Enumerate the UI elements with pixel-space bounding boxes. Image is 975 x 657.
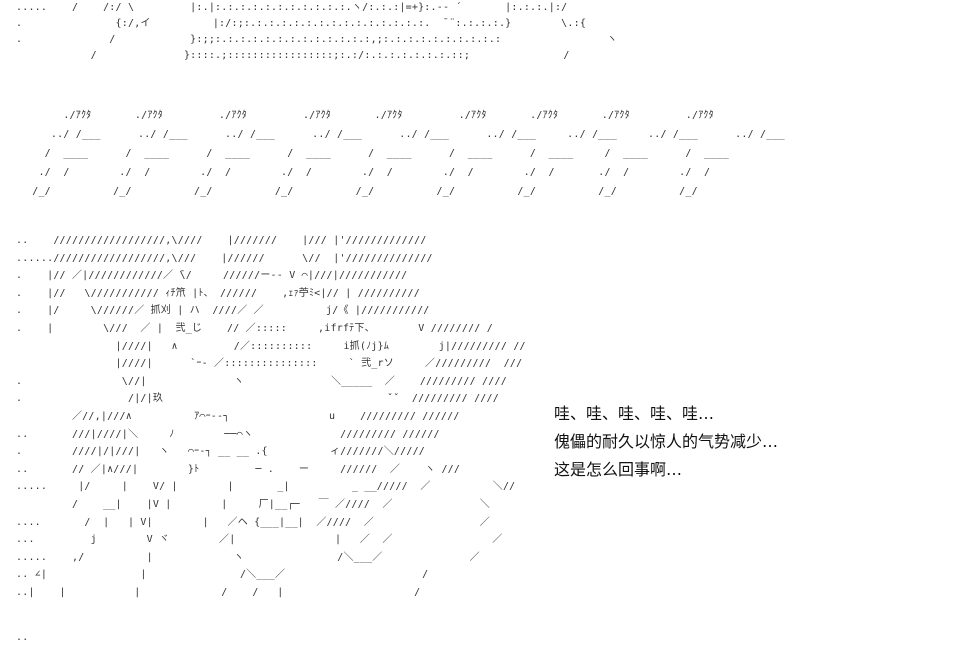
- narration-line-1: 哇、哇、哇、哇、哇…: [554, 404, 715, 423]
- ascii-art-repeated-text-row: ./ｱｸﾀ ./ｱｸﾀ ./ｱｸﾀ ./ｱｸﾀ ./ｱｸﾀ ./ｱｸﾀ ./ｱｸ…: [32, 110, 785, 197]
- ascii-art-top-fragment: ..... / /:/ \ |:.|:.:.:.:.:.:.:.:.:.:.:.…: [16, 2, 618, 61]
- ascii-art-footer-dots: ..: [16, 632, 29, 643]
- narration-line-2: 傀儡的耐久以惊人的气势减少…: [554, 432, 779, 451]
- narration-text: 哇、哇、哇、哇、哇… 傀儡的耐久以惊人的气势减少… 这是怎么回事啊…: [554, 400, 778, 484]
- narration-line-3: 这是怎么回事啊…: [554, 460, 683, 479]
- ascii-art-main-scene: .. //////////////////,\//// |/////// |//…: [16, 235, 526, 598]
